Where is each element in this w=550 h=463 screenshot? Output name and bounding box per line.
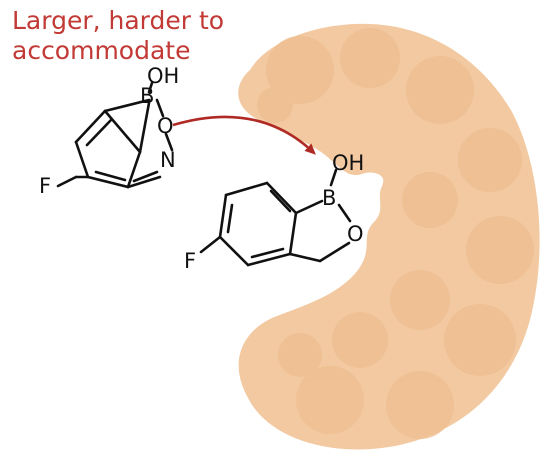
molecule-right-oxygen: O [347,222,364,246]
molecule-left-fluorine: F [39,174,51,198]
transition-arrow [172,115,316,155]
molecule-left-oh: OH [147,64,179,88]
molecule-left-boron: B [140,84,154,108]
caption-line-2: accommodate [12,36,191,65]
molecule-left-nitrogen: N [160,148,176,172]
molecule-right-structure [199,168,352,267]
protein-pocket [238,23,540,450]
molecule-left-oxygen: O [157,114,174,138]
molecule-right-boron: B [322,186,336,210]
molecule-right-fluorine: F [184,249,196,273]
caption-line-1: Larger, harder to [12,6,225,35]
caption: Larger, harder to accommodate [12,6,224,66]
molecule-left-structure [56,81,174,189]
molecule-right-oh: OH [332,151,364,175]
